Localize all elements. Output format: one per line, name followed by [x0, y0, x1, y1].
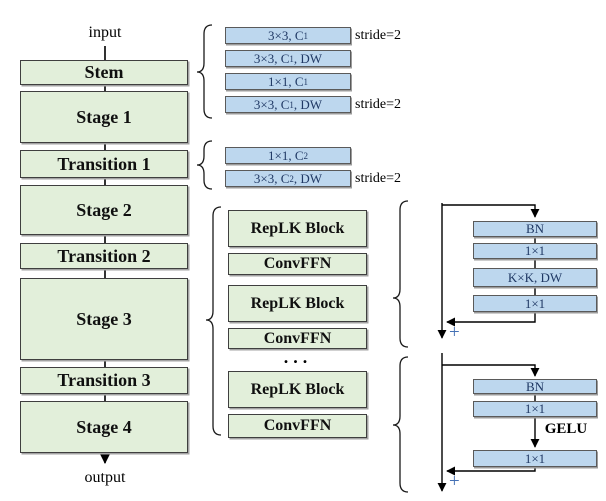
convffn-detail-bn-box: BN	[473, 379, 597, 394]
brace-stem-detail	[196, 24, 213, 119]
replk-merge-arrow	[446, 312, 536, 327]
stack-replk-block-2: RepLK Block	[228, 285, 367, 322]
block-transition-3: Transition 3	[20, 367, 188, 394]
layer-text: 1×1, C	[267, 147, 304, 163]
stack-ellipsis: ...	[283, 347, 313, 367]
replk-detail-bn-box: BN	[473, 221, 597, 237]
block-stage-1: Stage 1	[20, 91, 188, 143]
replk-detail-kxk-dw-box: K×K, DW	[473, 268, 597, 287]
gelu-activation-label: GELU	[544, 421, 588, 437]
channel-subscript: 1	[303, 31, 309, 41]
replk-input-branch	[442, 204, 540, 218]
stack-convffn-3: ConvFFN	[228, 414, 367, 438]
stack-replk-block-3: RepLK Block	[228, 371, 367, 408]
stride-label-stem-4: stride=2	[355, 96, 401, 112]
convffn-detail-1x1-box-b: 1×1	[473, 450, 597, 467]
stack-replk-block-1: RepLK Block	[228, 210, 367, 247]
layer-text: , DW	[293, 96, 323, 112]
replk-detail-1x1-box-b: 1×1	[473, 295, 597, 312]
channel-subscript: 1	[289, 100, 294, 110]
channel-subscript: 2	[289, 174, 294, 184]
stack-convffn-1: ConvFFN	[228, 253, 367, 275]
replk-detail-1x1-box-a: 1×1	[473, 243, 597, 259]
block-transition-2: Transition 2	[20, 243, 188, 269]
channel-subscript: 1	[289, 54, 294, 64]
block-transition-1: Transition 1	[20, 150, 188, 178]
channel-subscript: 2	[303, 151, 309, 161]
layer-text: , DW	[293, 170, 323, 186]
layer-text: 3×3, C	[267, 27, 304, 43]
layer-text: 3×3, C	[253, 96, 290, 112]
brace-replk-detail	[392, 200, 409, 348]
block-stem: Stem	[20, 60, 188, 85]
input-label: input	[88, 24, 122, 41]
channel-subscript: 1	[303, 77, 309, 87]
block-stage-2: Stage 2	[20, 185, 188, 235]
stride-label-stem-1: stride=2	[355, 27, 401, 43]
convffn-merge-arrow	[446, 466, 536, 476]
stride-label-transition-2: stride=2	[355, 170, 401, 186]
brace-stage-stack	[205, 206, 222, 436]
layer-text: , DW	[293, 50, 323, 66]
brace-transition-detail	[196, 140, 213, 190]
convffn-input-branch	[442, 364, 540, 377]
stack-convffn-2: ConvFFN	[228, 328, 367, 349]
output-label: output	[84, 469, 126, 486]
layer-text: 1×1, C	[267, 73, 304, 89]
convffn-plus-sign: +	[449, 471, 460, 492]
replk-plus-sign: +	[449, 322, 460, 343]
block-stage-3: Stage 3	[20, 278, 188, 360]
convffn-detail-1x1-box-a: 1×1	[473, 401, 597, 417]
block-stage-4: Stage 4	[20, 401, 188, 453]
layer-text: 3×3, C	[253, 50, 290, 66]
brace-convffn-detail	[392, 356, 409, 493]
layer-text: 3×3, C	[253, 170, 290, 186]
